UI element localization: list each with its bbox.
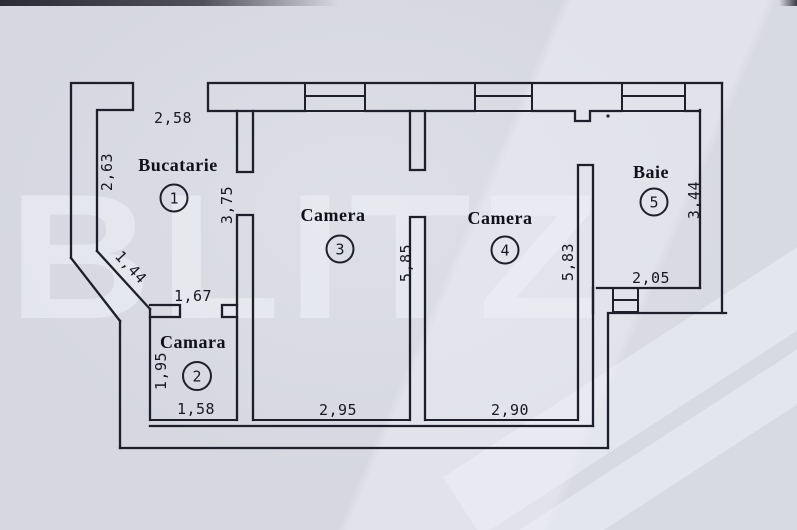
room-number-5-text: 5 (649, 194, 658, 212)
room-number-2-text: 2 (192, 368, 201, 386)
dim-camera4-width: 2,90 (491, 401, 529, 419)
window-symbols (304, 82, 686, 112)
room-number-5: 5 (639, 187, 669, 217)
room-labels: Bucatarie Camara Camera Camera Baie (138, 155, 669, 352)
door-threshold-symbol (612, 287, 639, 313)
camara-door-jamb-right (220, 303, 239, 319)
dim-camera3-height: 5,85 (397, 244, 415, 282)
blitz-watermark: BLITZ (8, 157, 607, 356)
wall-bottom (118, 424, 610, 450)
wall-left-lower (118, 307, 152, 450)
dim-bucatarie-width: 2,58 (154, 109, 192, 127)
room-number-3: 3 (325, 234, 355, 264)
wall-right (698, 81, 724, 315)
ink-speck (606, 114, 610, 118)
dim-baie-height: 3,44 (685, 181, 703, 219)
room-label-camera-4: Camera (468, 208, 533, 228)
wall-top (206, 81, 724, 123)
partition-1 (235, 213, 255, 422)
dim-diagonal: 1,44 (111, 247, 150, 287)
dim-camara-width: 1,58 (177, 400, 215, 418)
room-number-1-text: 1 (169, 190, 178, 208)
dim-partition-left: 3,75 (218, 186, 236, 224)
window-symbol-3 (621, 82, 686, 112)
wall-top-left (69, 81, 135, 260)
partition-stub-2 (408, 109, 427, 172)
partition-3 (576, 163, 595, 428)
dim-baie-width: 2,05 (632, 269, 670, 287)
room-label-baie: Baie (633, 162, 669, 182)
room-number-2: 2 (182, 361, 212, 391)
window-symbol-1 (304, 82, 366, 112)
room-number-4: 4 (490, 235, 520, 265)
camara-door-jamb-left (148, 303, 182, 319)
dim-camara-height: 1,95 (152, 352, 170, 390)
room-label-camara: Camara (160, 332, 226, 352)
exterior-walls (69, 81, 728, 450)
room-label-bucatarie: Bucatarie (138, 155, 217, 175)
wall-diagonal (69, 249, 152, 323)
room-label-camera-3: Camera (301, 205, 366, 225)
room-number-4-text: 4 (500, 242, 509, 260)
partition-2 (408, 215, 427, 422)
interior-walls (148, 109, 639, 428)
dim-camara-door: 1,67 (174, 287, 212, 305)
room-number-1: 1 (159, 183, 189, 213)
scan-dark-edge (0, 0, 338, 6)
window-symbol-2 (474, 82, 533, 112)
room-number-3-text: 3 (335, 241, 344, 259)
dim-bucatarie-left: 2,63 (98, 153, 116, 191)
dim-camera3-width: 2,95 (319, 401, 357, 419)
partition-stub-1 (235, 109, 255, 174)
dim-camera4-height: 5,83 (559, 243, 577, 281)
scan-dark-corner (779, 0, 797, 6)
room-number-badges: 1 2 3 4 5 (159, 183, 669, 391)
